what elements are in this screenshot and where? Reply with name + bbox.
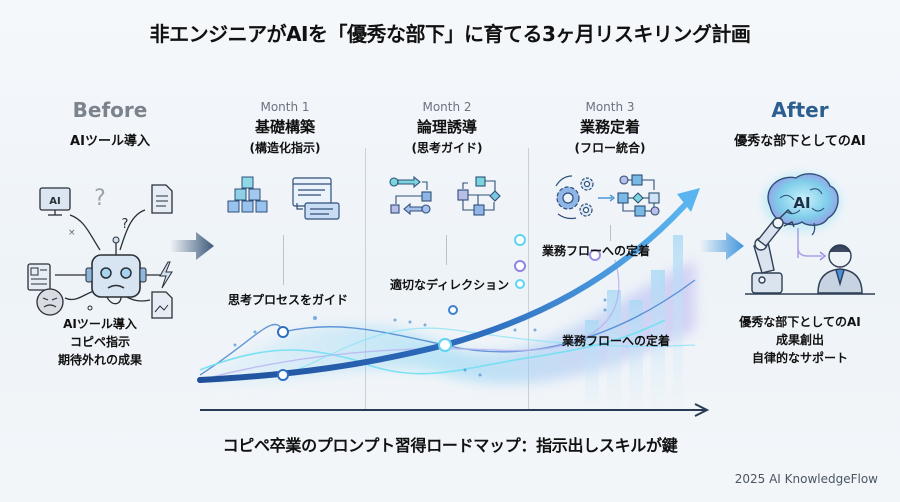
gears-icon [555, 175, 594, 220]
lightning-icon [159, 261, 173, 289]
before-point: 期待外れの成果 [57, 353, 142, 367]
annotation-tick [283, 235, 284, 285]
svg-text:×: × [68, 228, 76, 238]
after-points: 優秀な部下としてのAI 成果創出 自律的なサポート [720, 313, 880, 367]
month-title: 論理誘導 [416, 118, 477, 136]
annotation-month-3-lower: 業務フローへの定着 [562, 334, 671, 348]
after-illustration: AI [745, 172, 875, 295]
month-label: Month 2 [422, 100, 472, 114]
form-icon [27, 263, 51, 291]
svg-text:?: ? [122, 217, 129, 232]
after-subtitle: 優秀な部下としてのAI [734, 134, 866, 149]
after-point: 成果創出 [775, 333, 824, 347]
month-title: 基礎構築 [254, 118, 315, 136]
month-3-icons [555, 174, 660, 220]
structured-prompt-icon [292, 177, 340, 220]
month-subtitle: (構造化指示) [249, 141, 321, 155]
growth-arrowhead-icon [677, 188, 700, 212]
businessman-icon [817, 244, 863, 294]
annotation-tick [446, 235, 447, 265]
angry-face-icon [36, 288, 64, 316]
growth-curves [197, 188, 710, 417]
month-subtitle: (思考ガイド) [411, 141, 483, 155]
robot-arm-icon [751, 209, 795, 294]
before-subtitle: AIツール導入 [70, 134, 150, 149]
month-2-icons [389, 175, 501, 216]
month-label: Month 3 [585, 100, 635, 114]
flowchart-icon [457, 176, 501, 216]
page-title: 非エンジニアがAIを「優秀な部下」に育てる3ヶ月リスキリング計画 [149, 22, 751, 46]
credit-text: 2025 AI KnowledgeFlow [734, 472, 878, 486]
before-label: Before [72, 98, 148, 122]
annotation-month-3-upper: 業務フローへの定着 [542, 244, 651, 258]
after-label: After [771, 98, 829, 122]
annotation-tick [610, 225, 611, 241]
before-points: AIツール導入 コピペ指示 期待外れの成果 [20, 315, 180, 369]
before-arrow-icon [170, 232, 214, 260]
milestone-nodes [277, 234, 601, 381]
month-divider [528, 148, 529, 410]
roadmap-tagline: コピペ卒業のプロンプト習得ロードマップ：指示出しスキルが鍵 [222, 436, 678, 455]
month-label: Month 1 [260, 100, 310, 114]
annotation-month-1: 思考プロセスをガイド [228, 293, 349, 307]
confused-robot-icon [85, 236, 147, 298]
flow-arrows-icon [389, 175, 432, 216]
before-point: コピペ指示 [69, 335, 130, 349]
annotation-month-2: 適切なディレクション [390, 278, 510, 292]
svg-text:AI: AI [49, 196, 60, 207]
axis-arrow-icon [694, 403, 710, 417]
after-point: 優秀な部下としてのAI [739, 315, 861, 329]
month-subtitle: (フロー統合) [574, 141, 646, 155]
month-title: 業務定着 [579, 118, 640, 136]
after-arrow-icon [700, 232, 744, 260]
month-2-header: Month 2 論理誘導 (思考ガイド) [372, 100, 522, 156]
ai-monitor-icon: AI [39, 187, 71, 216]
broken-image-icon [151, 291, 173, 319]
growth-bars [585, 235, 683, 410]
after-point: 自律的なサポート [751, 351, 848, 365]
month-1-icons [227, 176, 340, 220]
before-point: AIツール導入 [63, 317, 137, 331]
month-divider [365, 148, 366, 410]
workflow-icon [617, 174, 660, 217]
month-3-header: Month 3 業務定着 (フロー統合) [535, 100, 685, 156]
document-icon [151, 184, 173, 214]
cube-pyramid-icon [227, 176, 268, 213]
month-1-header: Month 1 基礎構築 (構造化指示) [210, 100, 360, 156]
svg-text:AI: AI [793, 194, 810, 212]
confused-ai-illustration: AI ? ? × [27, 184, 173, 319]
question-mark-icon: ? [94, 186, 106, 211]
